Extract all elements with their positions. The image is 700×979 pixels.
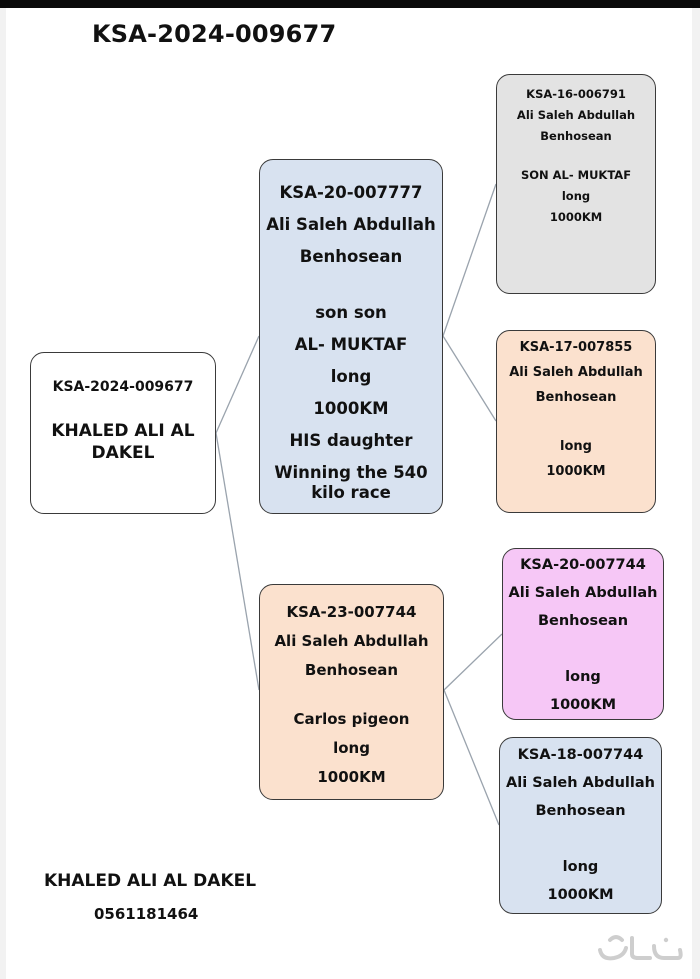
sire-sire-breeder-name: Ali Saleh Abdullah — [516, 108, 636, 122]
sire-box: KSA-20-007777 Ali Saleh Abdullah Benhose… — [259, 159, 443, 514]
dam-sire-box: KSA-20-007744 Ali Saleh Abdullah Benhose… — [502, 548, 664, 720]
sire-note: HIS daughter — [289, 431, 413, 450]
sire-achievement-line1: Winning the 540 — [274, 463, 428, 482]
sire-sire-breeder-surname: Benhosean — [540, 129, 612, 143]
owner-name: KHALED ALI AL DAKEL — [44, 871, 257, 891]
top-black-bar — [0, 0, 700, 8]
sire-sire-lineage: SON AL- MUKTAF — [520, 168, 632, 182]
dam-sire-distance: 1000KM — [549, 697, 617, 713]
sire-sire-box: KSA-16-006791 Ali Saleh Abdullah Benhose… — [496, 74, 656, 294]
sire-lineage: son son — [315, 303, 387, 322]
dam-dam-ring-id: KSA-18-007744 — [517, 747, 644, 763]
connector-sire-sire-dam — [442, 335, 497, 422]
dam-breeder-surname: Benhosean — [304, 661, 399, 679]
connector-root-sire — [215, 335, 260, 434]
dam-distance: 1000KM — [317, 768, 386, 786]
haraj-watermark-logo — [598, 935, 683, 961]
dam-lineage: Carlos pigeon — [293, 710, 410, 728]
dam-distance-type: long — [333, 739, 370, 757]
dam-ring-id: KSA-23-007744 — [286, 603, 417, 621]
owner-phone: 0561181464 — [94, 905, 199, 923]
sire-ancestor: AL- MUKTAF — [294, 335, 408, 354]
sire-sire-distance: 1000KM — [549, 210, 603, 224]
root-ring-id: KSA-2024-009677 — [52, 379, 194, 395]
dam-dam-box: KSA-18-007744 Ali Saleh Abdullah Benhose… — [499, 737, 662, 914]
sire-dam-ring-id: KSA-17-007855 — [519, 340, 633, 355]
sire-dam-distance: 1000KM — [546, 464, 606, 479]
sire-achievement-line2: kilo race — [311, 483, 391, 502]
dam-sire-ring-id: KSA-20-007744 — [520, 557, 646, 573]
page-title: KSA-2024-009677 — [92, 20, 337, 48]
connector-root-dam — [215, 432, 260, 691]
root-owner-name-line2: DAKEL — [91, 443, 155, 463]
sire-dam-breeder-name: Ali Saleh Abdullah — [509, 365, 643, 380]
dam-dam-breeder-surname: Benhosean — [535, 803, 626, 819]
dam-sire-distance-type: long — [565, 669, 601, 685]
dam-sire-breeder-surname: Benhosean — [537, 613, 629, 629]
dam-box: KSA-23-007744 Ali Saleh Abdullah Benhose… — [259, 584, 444, 800]
sire-sire-distance-type: long — [561, 189, 591, 203]
dam-sire-breeder-name: Ali Saleh Abdullah — [508, 585, 658, 601]
sire-dam-breeder-surname: Benhosean — [535, 390, 617, 405]
sire-distance: 1000KM — [313, 399, 389, 418]
sire-dam-distance-type: long — [560, 439, 592, 454]
root-bird-box: KSA-2024-009677 KHALED ALI AL DAKEL — [30, 352, 216, 514]
sire-breeder-name: Ali Saleh Abdullah — [266, 215, 436, 234]
sire-ring-id: KSA-20-007777 — [279, 183, 423, 202]
sire-achievement: Winning the 540 kilo race — [274, 463, 427, 503]
left-edge — [0, 8, 6, 979]
sire-breeder-surname: Benhosean — [299, 247, 403, 266]
dam-dam-distance: 1000KM — [547, 887, 614, 903]
connector-dam-dam-sire — [443, 633, 503, 691]
root-owner-name: KHALED ALI AL DAKEL — [51, 420, 194, 464]
dam-dam-distance-type: long — [562, 859, 599, 875]
sire-sire-ring-id: KSA-16-006791 — [526, 87, 626, 101]
sire-distance-type: long — [330, 367, 372, 386]
connector-sire-sire-sire — [442, 183, 497, 337]
connector-dam-dam-dam — [443, 689, 500, 826]
dam-breeder-name: Ali Saleh Abdullah — [274, 632, 429, 650]
root-owner-name-line1: KHALED ALI AL — [51, 421, 195, 441]
right-edge — [692, 8, 700, 979]
dam-dam-breeder-name: Ali Saleh Abdullah — [506, 775, 655, 791]
sire-dam-box: KSA-17-007855 Ali Saleh Abdullah Benhose… — [496, 330, 656, 513]
